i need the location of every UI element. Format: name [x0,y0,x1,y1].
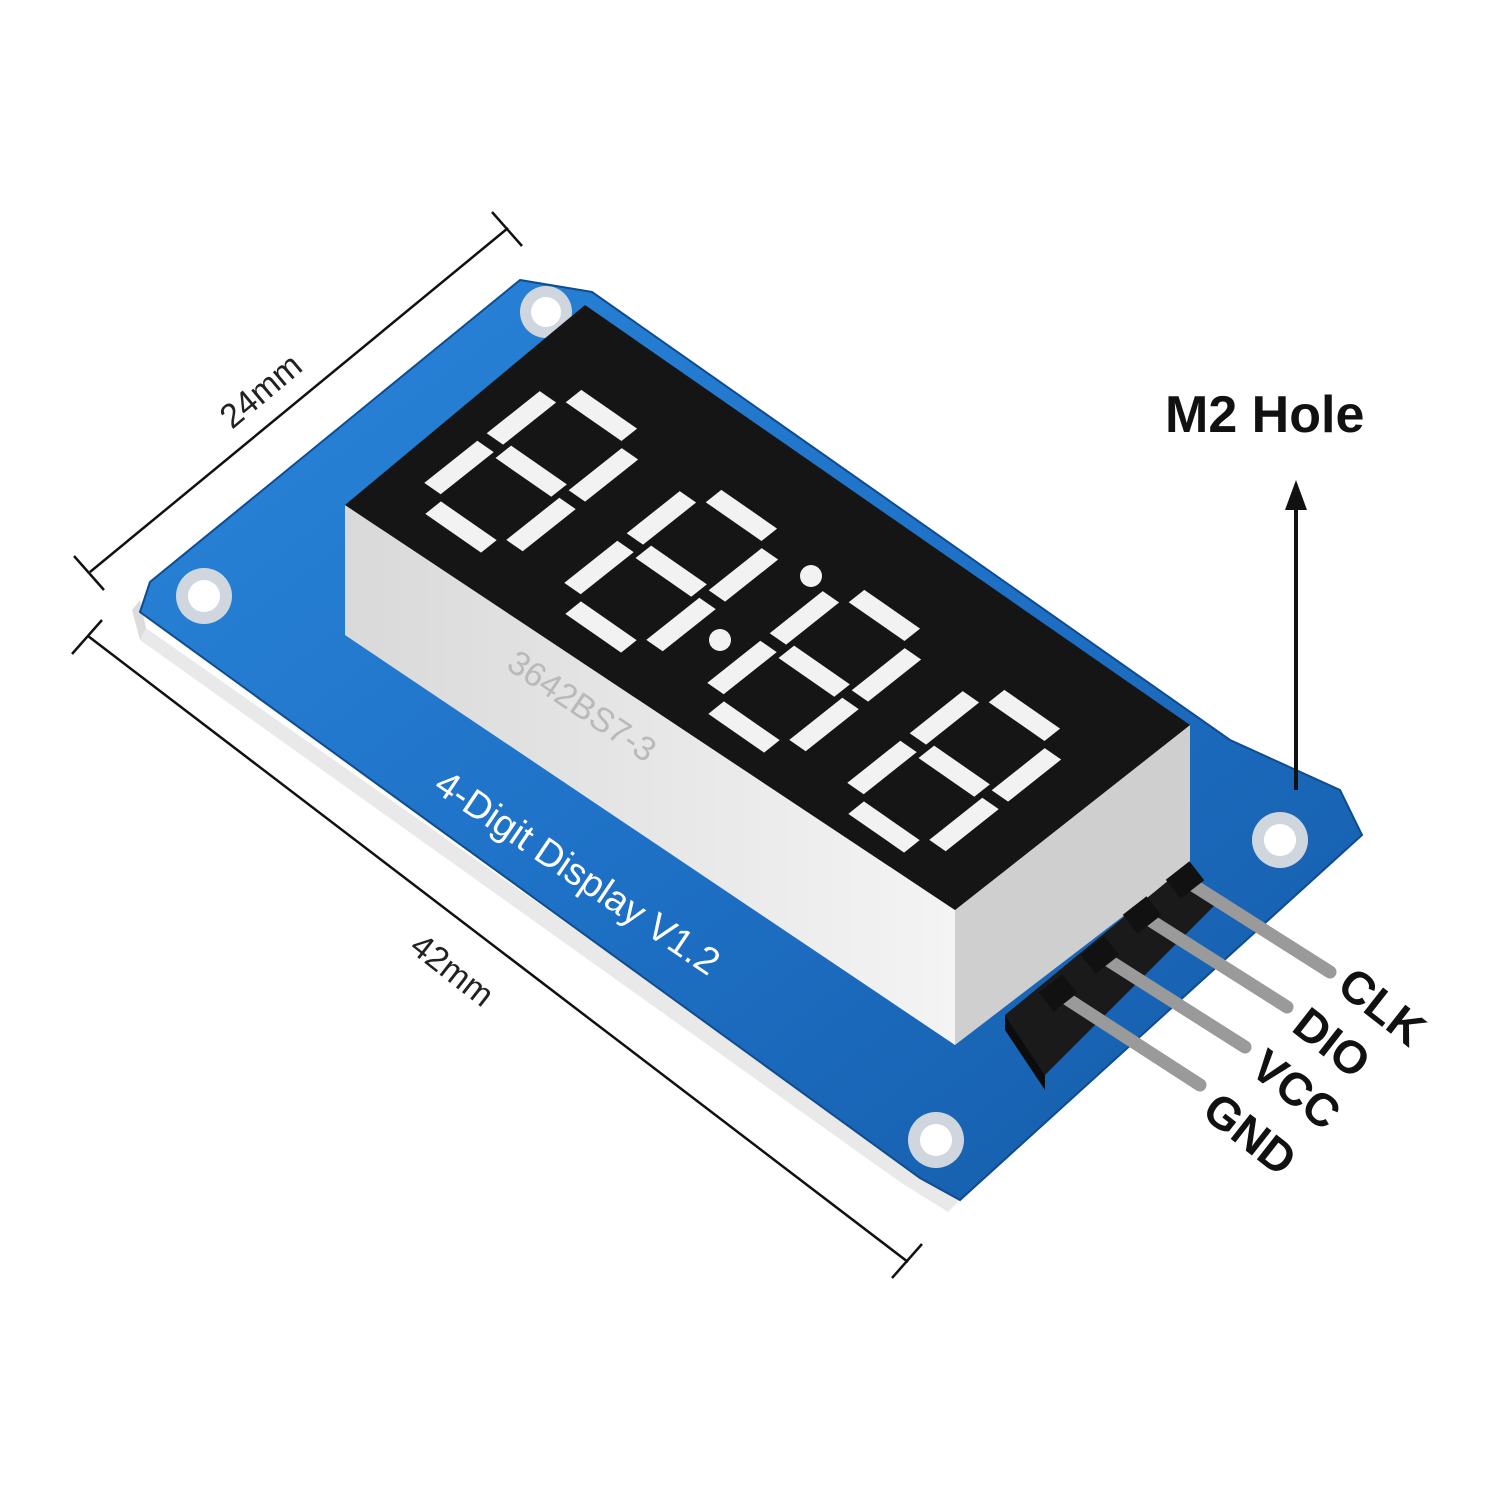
digit-2-segment-c [646,597,716,652]
hole-label: M2 Hole [1165,386,1364,444]
digit-4-segment-d [848,801,920,853]
digit-3-segment-f [769,591,840,645]
digit-3-segment-b [851,648,922,702]
digit-4-segment-g [918,745,990,797]
digit-1-segment-f [486,391,557,445]
digit-4-segment-c [929,797,999,852]
pin-vcc [1093,948,1252,1054]
digit-1-segment-b [568,448,639,502]
digit-2-segment-a [705,489,778,541]
digit-3-segment-g [778,645,850,697]
digit-3-segment-a [848,589,921,641]
pin-dio [1135,908,1294,1014]
pcb-edge-side [132,600,146,640]
digit-2-segment-f [626,491,697,545]
display-face [345,305,1190,910]
digit-1-segment-e [424,440,494,495]
width-label: 24mm [213,346,310,436]
digit-4-segment-f [909,691,980,745]
digit-3-segment-c [789,697,859,752]
digit-1-segment-g [495,445,567,497]
digit-1-segment-c [506,497,576,552]
display-side-right [955,725,1190,1045]
digit-3-segment-d [708,701,780,753]
digit-2-segment-b [708,548,779,602]
seven-segment-digits [424,389,1062,853]
colon-dot-lower [709,629,731,651]
digit-4-segment-a [988,689,1061,741]
digit-4-segment-e [847,740,917,795]
digit-2-segment-e [564,540,634,595]
arrow-up-icon [1285,480,1307,510]
pcb-edge [140,628,960,1212]
mounting-holes [176,286,1308,1168]
display-side-left [345,505,955,1045]
digit-1-segment-d [425,501,497,553]
digit-3-segment-e [707,640,777,695]
digit-2-segment-d [565,601,637,653]
digit-4-segment-b [991,748,1062,802]
digit-2-segment-g [635,545,707,597]
header-pins [1038,861,1337,1092]
pin-clk [1178,873,1337,979]
digit-1-segment-a [565,389,638,441]
pin-gnd [1051,986,1207,1092]
colon-dot-upper [800,565,822,587]
